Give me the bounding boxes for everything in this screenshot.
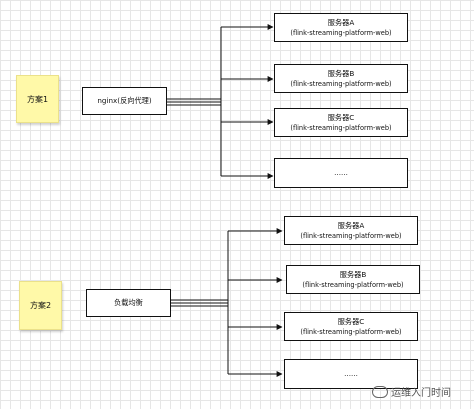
server-name: 服务器C [327, 112, 355, 122]
scheme1-server-a[interactable]: 服务器A (flink-streaming-platform-web) [274, 13, 408, 42]
server-name: 服务器C [337, 316, 365, 326]
scheme1-note: 方案1 [16, 75, 59, 123]
scheme1-server-b[interactable]: 服务器B (flink-streaming-platform-web) [274, 64, 408, 93]
server-subtitle: (flink-streaming-platform-web) [290, 123, 392, 132]
scheme2-server-more[interactable]: ...... [284, 359, 418, 389]
scheme2-server-a[interactable]: 服务器A (flink-streaming-platform-web) [284, 216, 418, 245]
scheme2-server-c[interactable]: 服务器C (flink-streaming-platform-web) [284, 312, 418, 341]
wechat-icon [372, 385, 388, 398]
scheme2-server-b[interactable]: 服务器B (flink-streaming-platform-web) [286, 265, 420, 294]
server-name: 服务器A [327, 17, 355, 27]
server-name: 服务器B [339, 269, 367, 279]
scheme2-proxy-label: 负载均衡 [114, 298, 143, 307]
scheme2-note: 方案2 [19, 281, 62, 330]
server-subtitle: (flink-streaming-platform-web) [290, 79, 392, 88]
server-subtitle: (flink-streaming-platform-web) [302, 280, 404, 289]
scheme1-proxy-box[interactable]: nginx(反向代理) [82, 87, 167, 115]
scheme2-note-label: 方案2 [29, 301, 52, 310]
server-subtitle: (flink-streaming-platform-web) [290, 28, 392, 37]
server-name: 服务器A [337, 220, 365, 230]
server-subtitle: (flink-streaming-platform-web) [300, 231, 402, 240]
scheme1-note-label: 方案1 [26, 94, 49, 104]
scheme1-proxy-label: nginx(反向代理) [97, 96, 152, 105]
watermark-text: 运维入门时间 [391, 388, 451, 399]
server-name: 服务器B [327, 68, 355, 78]
server-subtitle: (flink-streaming-platform-web) [300, 327, 402, 336]
server-name: ...... [344, 369, 358, 378]
scheme1-server-more[interactable]: ...... [274, 158, 408, 188]
scheme2-proxy-box[interactable]: 负载均衡 [86, 289, 171, 317]
scheme1-server-c[interactable]: 服务器C (flink-streaming-platform-web) [274, 108, 408, 137]
watermark: 运维入门时间 [372, 384, 451, 399]
server-name: ...... [334, 168, 348, 177]
